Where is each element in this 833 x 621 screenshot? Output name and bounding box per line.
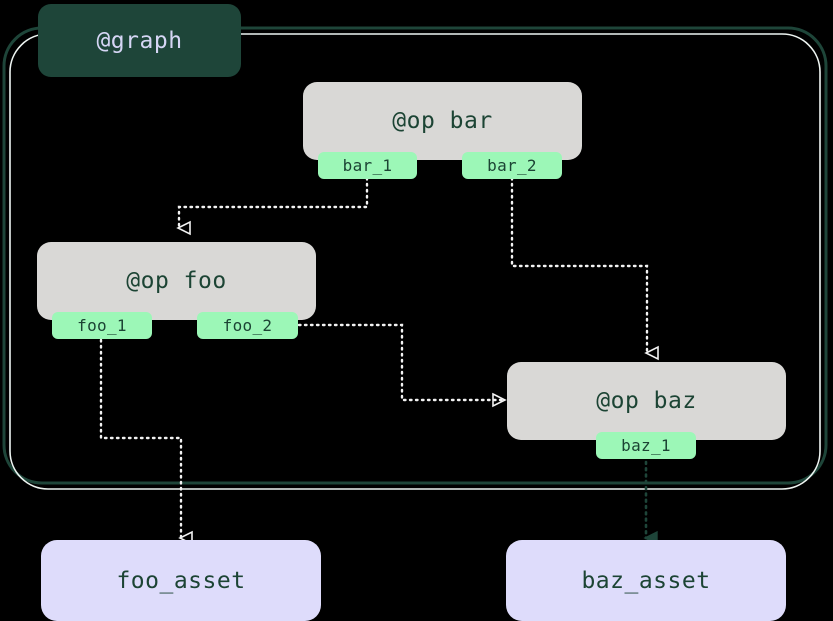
port-bar-2[interactable]: bar_2 (462, 152, 562, 179)
op-node-foo[interactable]: @op foo (37, 242, 316, 320)
graph-cluster-boundary (2, 26, 828, 490)
op-node-bar-label: @op bar (392, 108, 493, 134)
op-node-bar[interactable]: @op bar (303, 82, 582, 160)
asset-node-foo-asset[interactable]: foo_asset (41, 540, 321, 621)
asset-node-baz-asset-label: baz_asset (581, 567, 711, 594)
port-foo-2[interactable]: foo_2 (197, 312, 298, 339)
graph-cluster-label: @graph (38, 4, 241, 77)
edge-foo1-to-foo-asset (99, 338, 193, 546)
port-foo-1[interactable]: foo_1 (52, 312, 152, 339)
port-bar-1[interactable]: bar_1 (318, 152, 417, 179)
port-baz-1[interactable]: baz_1 (596, 432, 696, 459)
op-node-baz-label: @op baz (596, 388, 697, 414)
edge-bar1-to-foo (176, 176, 369, 236)
edge-foo2-to-baz (297, 323, 507, 408)
edge-bar2-to-baz (510, 176, 659, 361)
asset-node-baz-asset[interactable]: baz_asset (506, 540, 786, 621)
op-node-baz[interactable]: @op baz (507, 362, 786, 440)
asset-node-foo-asset-label: foo_asset (116, 567, 246, 594)
op-node-foo-label: @op foo (126, 268, 227, 294)
